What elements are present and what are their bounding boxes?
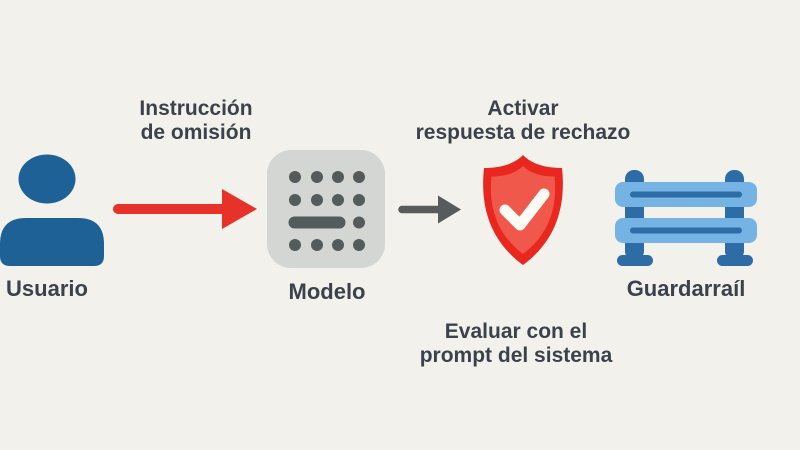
bypass-instruction-annotation: Instrucción de omisión: [139, 97, 252, 145]
arrow-user-to-model-icon: [113, 189, 257, 229]
bypass-instruction-line2: de omisión: [140, 121, 252, 144]
bypass-instruction-line1: Instrucción: [139, 97, 253, 120]
evaluate-annotation: Evaluar con el prompt del sistema: [420, 320, 613, 368]
trigger-refusal-line2: respuesta de rechazo: [415, 121, 631, 144]
person-icon: [0, 154, 104, 266]
evaluate-line1: Evaluar con el: [444, 320, 588, 343]
shield-check-icon: [483, 155, 563, 265]
user-node-label: Usuario: [6, 276, 88, 301]
model-grid-icon: [267, 150, 385, 268]
trigger-refusal-annotation: Activar respuesta de rechazo: [416, 97, 631, 145]
model-node-label: Modelo: [288, 279, 366, 304]
arrow-model-to-shield-icon: [398, 195, 461, 224]
trigger-refusal-line1: Activar: [487, 97, 559, 120]
evaluate-line2: prompt del sistema: [419, 344, 613, 367]
guardrail-node-label: Guardarraíl: [626, 276, 746, 301]
guardrail-icon: [615, 170, 757, 266]
